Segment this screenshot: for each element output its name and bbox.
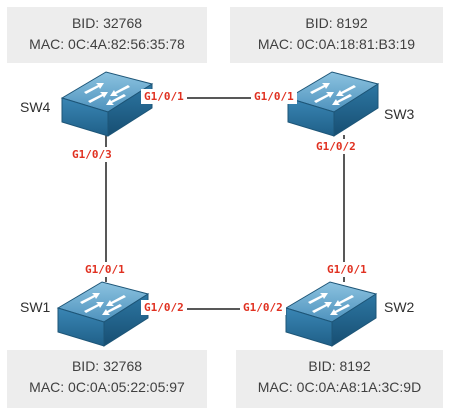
port-label-sw4-g1-0-1: G1/0/1 xyxy=(141,89,187,104)
sw3-label: SW3 xyxy=(384,106,415,122)
sw3-info-box: BID: 8192 MAC: 0C:0A:18:81:B3:19 xyxy=(230,7,443,63)
port-label-sw3-g1-0-2: G1/0/2 xyxy=(313,139,359,154)
sw3-bid: BID: 8192 xyxy=(305,15,368,31)
port-label-sw1-g1-0-2: G1/0/2 xyxy=(141,300,187,315)
sw1-bid: BID: 32768 xyxy=(71,358,143,374)
sw4-label: SW4 xyxy=(20,99,51,115)
sw2-info-box: BID: 8192 MAC: 0C:0A:A8:1A:3C:9D xyxy=(236,350,443,408)
sw1-mac: MAC: 0C:0A:05:22:05:97 xyxy=(29,379,185,395)
sw3-mac: MAC: 0C:0A:18:81:B3:19 xyxy=(257,36,416,52)
sw4-mac: MAC: 0C:4A:82:56:35:78 xyxy=(29,36,185,52)
switch-sw4-icon xyxy=(61,71,153,137)
sw4-bid: BID: 32768 xyxy=(71,15,143,31)
sw4-info-box: BID: 32768 MAC: 0C:4A:82:56:35:78 xyxy=(7,7,207,63)
switch-sw3-icon xyxy=(287,71,379,137)
sw1-label: SW1 xyxy=(20,299,51,315)
sw2-mac: MAC: 0C:0A:A8:1A:3C:9D xyxy=(257,379,422,395)
port-label-sw1-g1-0-1: G1/0/1 xyxy=(82,262,128,277)
sw1-info-box: BID: 32768 MAC: 0C:0A:05:22:05:97 xyxy=(7,350,207,408)
switch-sw1-icon xyxy=(57,281,149,347)
switch-sw2-icon xyxy=(285,281,377,347)
port-label-sw4-g1-0-3: G1/0/3 xyxy=(69,147,115,162)
port-label-sw3-g1-0-1: G1/0/1 xyxy=(251,89,297,104)
port-label-sw2-g1-0-2: G1/0/2 xyxy=(240,300,286,315)
sw2-bid: BID: 8192 xyxy=(308,358,371,374)
port-label-sw2-g1-0-1: G1/0/1 xyxy=(324,262,370,277)
sw2-label: SW2 xyxy=(384,299,415,315)
